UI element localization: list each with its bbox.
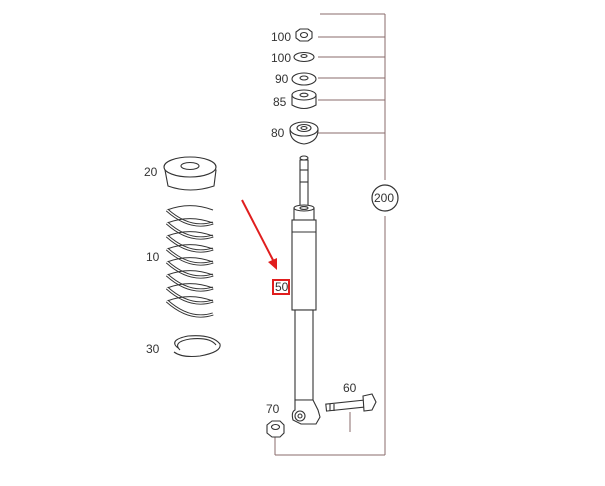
- shock-absorber-50[interactable]: [291, 155, 321, 425]
- highlight-box-50: [272, 279, 290, 295]
- spring-coil-front: [166, 287, 214, 304]
- nut-70[interactable]: [266, 420, 285, 438]
- washer-100[interactable]: [293, 51, 315, 63]
- label-50: 50: [275, 280, 289, 294]
- spring-coil-front: [166, 300, 214, 317]
- assembly-200-callout[interactable]: [371, 184, 399, 212]
- label-100-top: 100: [271, 30, 291, 44]
- spring-coil-back: [166, 231, 214, 237]
- spring-coil-back: [166, 296, 214, 302]
- spring-coil-front: [166, 274, 214, 291]
- spring-coil-front: [166, 222, 214, 239]
- bolt-60[interactable]: [325, 393, 377, 412]
- washer-90[interactable]: [291, 72, 317, 86]
- mount-80[interactable]: [289, 121, 319, 145]
- label-100-bottom: 100: [271, 51, 291, 65]
- coil-spring-10[interactable]: [165, 205, 214, 318]
- assembly-bracket: [274, 13, 386, 456]
- spring-coil-back: [166, 257, 214, 263]
- spring-coil-back: [166, 270, 214, 276]
- label-70: 70: [266, 402, 280, 416]
- spring-clip-30[interactable]: [173, 335, 221, 358]
- pointer-arrow: [241, 199, 277, 270]
- spring-coil-front: [166, 235, 214, 252]
- spring-coil-back: [166, 218, 214, 224]
- nut-100-top[interactable]: [295, 28, 313, 42]
- spring-seat-20[interactable]: [163, 156, 217, 191]
- label-200: 200: [374, 191, 394, 205]
- label-30: 30: [146, 342, 160, 356]
- spring-coil-back: [166, 205, 214, 211]
- spring-coil-front: [166, 209, 214, 226]
- label-85: 85: [273, 95, 287, 109]
- label-20: 20: [144, 165, 158, 179]
- bushing-85[interactable]: [291, 89, 317, 110]
- spring-coil-front-outline: [165, 208, 214, 227]
- spring-coil-front: [166, 248, 214, 265]
- spring-coil-front: [166, 261, 214, 278]
- spring-coil-back: [166, 244, 214, 250]
- label-80: 80: [271, 126, 285, 140]
- label-60: 60: [343, 381, 357, 395]
- spring-coil-back: [166, 283, 214, 289]
- label-90: 90: [275, 72, 289, 86]
- label-10: 10: [146, 250, 160, 264]
